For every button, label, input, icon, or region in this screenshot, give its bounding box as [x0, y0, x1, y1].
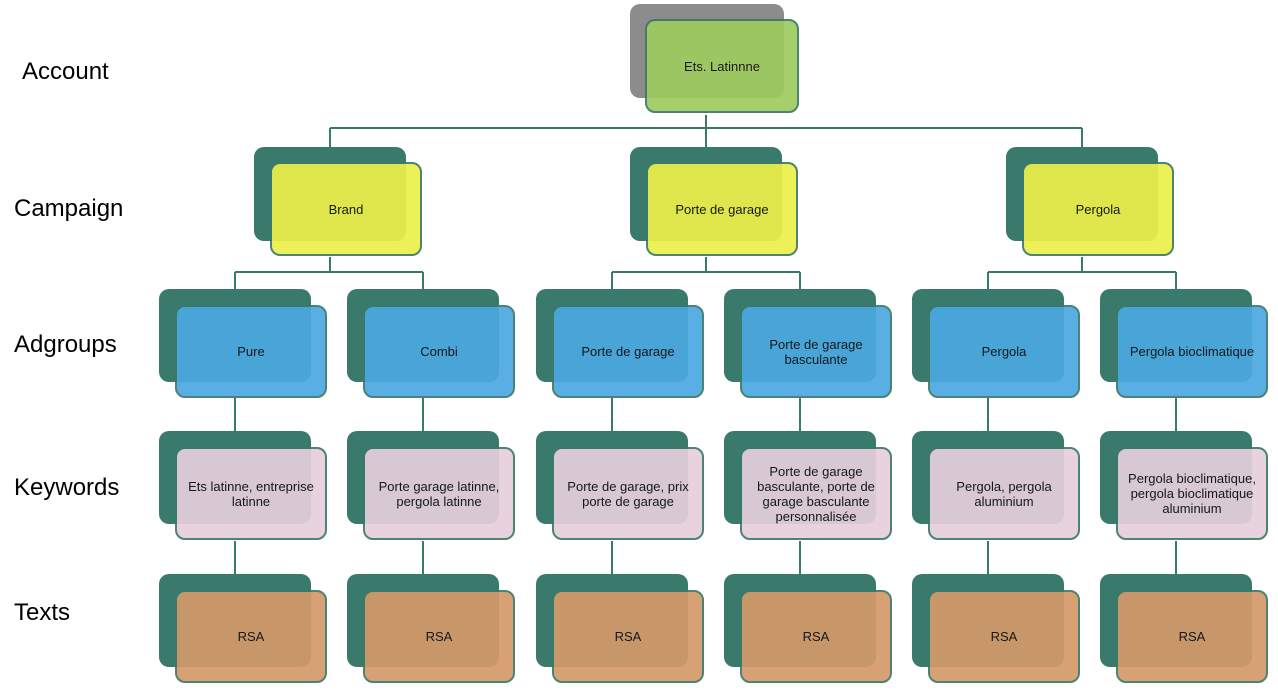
- keyword-node-5-label: Pergola bioclimatique, pergola bioclimat…: [1116, 447, 1268, 540]
- keyword-node-0-label: Ets latinne, entreprise latinne: [175, 447, 327, 540]
- text-node-4-label: RSA: [928, 590, 1080, 683]
- adgroup-node-3-label: Porte de garage basculante: [740, 305, 892, 398]
- row-label-account: Account: [22, 58, 109, 85]
- row-label-adgroups: Adgroups: [14, 331, 117, 358]
- adgroup-node-5-label: Pergola bioclimatique: [1116, 305, 1268, 398]
- account-node: Ets. Latinnne: [630, 4, 799, 113]
- text-node-5-label: RSA: [1116, 590, 1268, 683]
- text-node-2: RSA: [536, 574, 704, 683]
- text-node-3: RSA: [724, 574, 892, 683]
- campaign-node-0-label: Brand: [270, 162, 422, 256]
- adgroup-node-5: Pergola bioclimatique: [1100, 289, 1268, 398]
- text-node-4: RSA: [912, 574, 1080, 683]
- keyword-node-1-label: Porte garage latinne, pergola latinne: [363, 447, 515, 540]
- row-label-campaign: Campaign: [14, 195, 124, 222]
- adgroup-node-4-label: Pergola: [928, 305, 1080, 398]
- adgroup-node-2: Porte de garage: [536, 289, 704, 398]
- text-node-0-label: RSA: [175, 590, 327, 683]
- adgroup-node-2-label: Porte de garage: [552, 305, 704, 398]
- adgroup-node-4: Pergola: [912, 289, 1080, 398]
- campaign-node-1-label: Porte de garage: [646, 162, 798, 256]
- campaign-node-0: Brand: [254, 147, 422, 256]
- row-label-keywords: Keywords: [14, 474, 120, 501]
- text-node-3-label: RSA: [740, 590, 892, 683]
- text-node-5: RSA: [1100, 574, 1268, 683]
- keyword-node-1: Porte garage latinne, pergola latinne: [347, 431, 515, 540]
- keyword-node-2-label: Porte de garage, prix porte de garage: [552, 447, 704, 540]
- campaign-node-1: Porte de garage: [630, 147, 798, 256]
- text-node-1-label: RSA: [363, 590, 515, 683]
- keyword-node-3-label: Porte de garage basculante, porte de gar…: [740, 447, 892, 540]
- adgroup-node-0-label: Pure: [175, 305, 327, 398]
- adgroup-node-3: Porte de garage basculante: [724, 289, 892, 398]
- text-node-2-label: RSA: [552, 590, 704, 683]
- campaign-node-2-label: Pergola: [1022, 162, 1174, 256]
- keyword-node-4-label: Pergola, pergola aluminium: [928, 447, 1080, 540]
- keyword-node-4: Pergola, pergola aluminium: [912, 431, 1080, 540]
- row-label-texts: Texts: [14, 599, 71, 626]
- account-node-label: Ets. Latinnne: [645, 19, 799, 113]
- text-node-1: RSA: [347, 574, 515, 683]
- keyword-node-0: Ets latinne, entreprise latinne: [159, 431, 327, 540]
- keyword-node-2: Porte de garage, prix porte de garage: [536, 431, 704, 540]
- keyword-node-5: Pergola bioclimatique, pergola bioclimat…: [1100, 431, 1268, 540]
- keyword-node-3: Porte de garage basculante, porte de gar…: [724, 431, 892, 540]
- text-node-0: RSA: [159, 574, 327, 683]
- adgroup-node-1-label: Combi: [363, 305, 515, 398]
- adgroup-node-0: Pure: [159, 289, 327, 398]
- campaign-node-2: Pergola: [1006, 147, 1174, 256]
- adgroup-node-1: Combi: [347, 289, 515, 398]
